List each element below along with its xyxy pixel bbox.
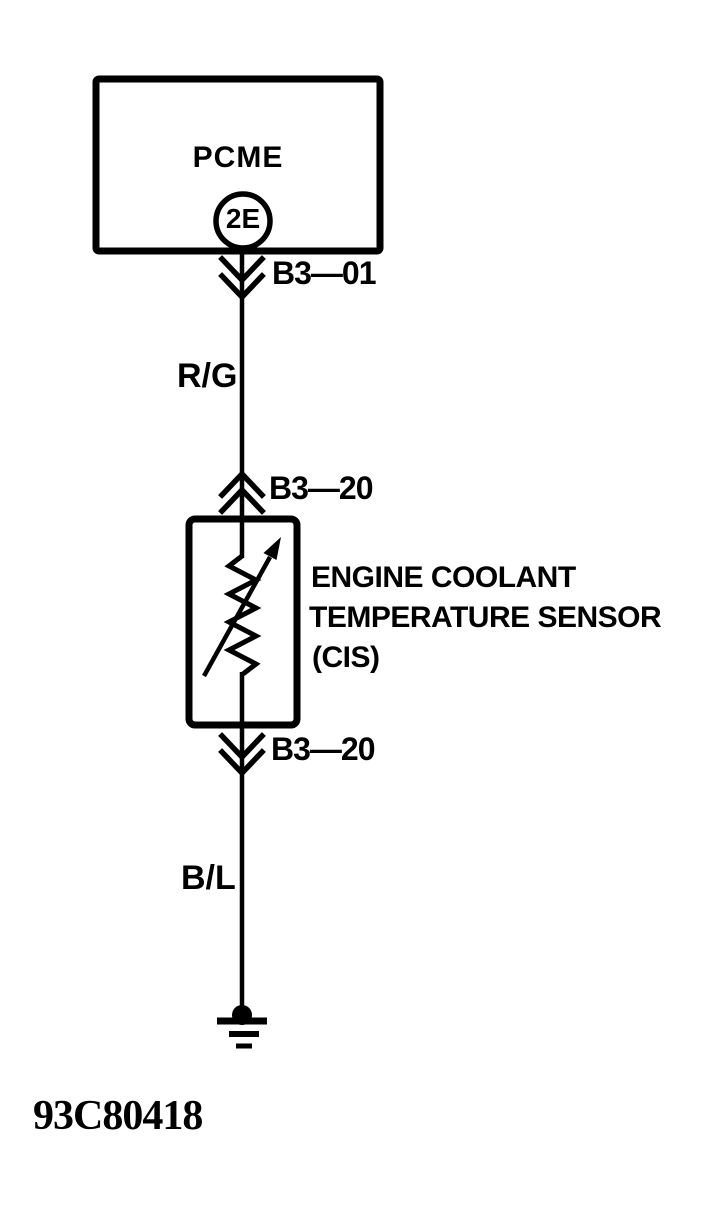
- connector-symbol-b3-20-upper: [218, 470, 266, 515]
- figure-id: 93C80418: [33, 1093, 203, 1139]
- thermistor-variable-arrow: [202, 537, 281, 678]
- connector-symbol-b3-01: [218, 255, 266, 301]
- thermistor-zigzag: [223, 554, 262, 676]
- connector-label-b3-01: B3—01: [272, 255, 376, 291]
- wire-color-label-rg: R/G: [177, 357, 238, 395]
- ground-symbol: [217, 1005, 267, 1049]
- pin-circle: [213, 191, 273, 251]
- sensor-name-line3: (CIS): [312, 641, 380, 674]
- connector-symbol-b3-20-lower: [218, 732, 266, 777]
- pin-label: 2E: [225, 203, 261, 234]
- sensor-name-line1: ENGINE COOLANT: [311, 561, 576, 594]
- sensor-name-line2: TEMPERATURE SENSOR: [309, 601, 662, 634]
- pcme-box-outline: [92, 75, 384, 255]
- pcme-label: PCME: [192, 141, 284, 174]
- wire-color-label-bl: B/L: [181, 859, 236, 897]
- sensor-box-outline: [185, 515, 301, 729]
- connector-label-b3-20-lower: B3—20: [271, 731, 375, 767]
- connector-label-b3-20-upper: B3—20: [269, 470, 373, 506]
